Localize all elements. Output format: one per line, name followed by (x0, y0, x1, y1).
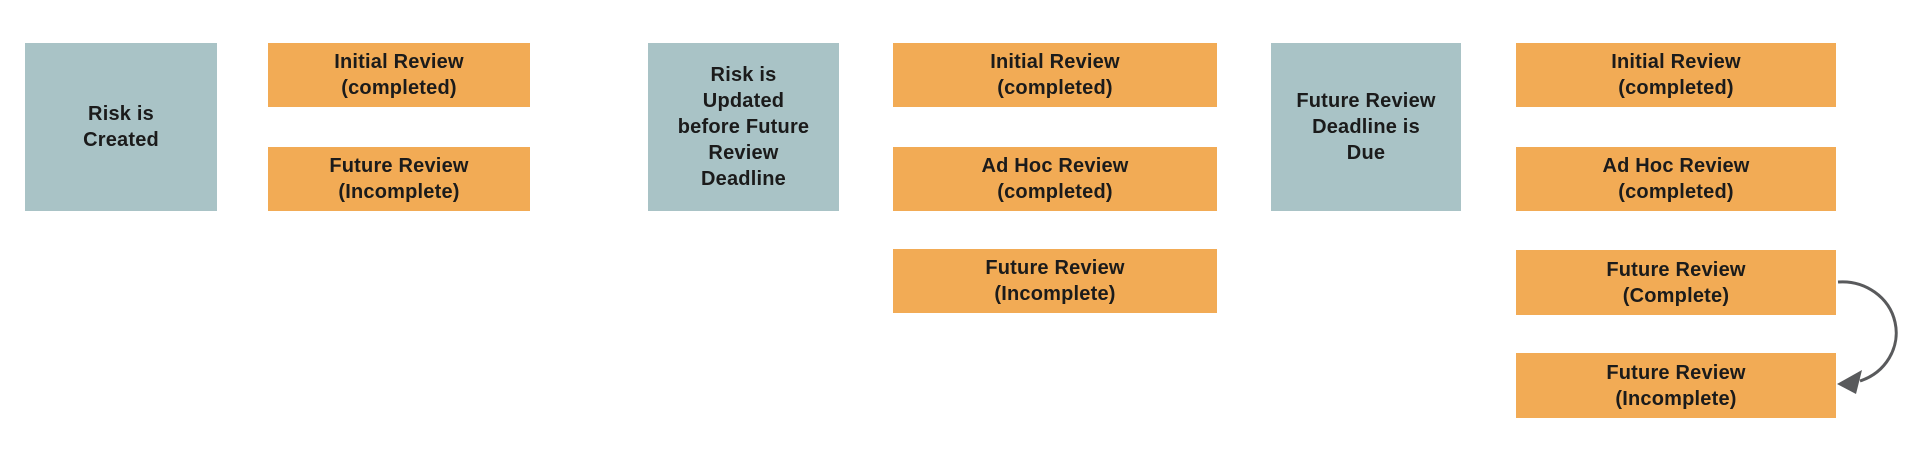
review-box-label: Future Review (Incomplete) (1606, 361, 1746, 410)
stage-box-risk-updated: Risk is Updated before Future Review Dea… (648, 43, 839, 211)
review-box-label: Initial Review (completed) (334, 51, 464, 99)
review-box-label: Initial Review (completed) (990, 51, 1120, 99)
loop-arrow-head-icon (1837, 370, 1862, 394)
review-box-adhoc-review-g3: Ad Hoc Review (completed) (1516, 147, 1836, 211)
review-box-label: Future Review (Incomplete) (985, 257, 1125, 305)
stage-box-future-review-deadline-due: Future Review Deadline is Due (1271, 43, 1461, 211)
stage-box-label: Future Review Deadline is Due (1296, 90, 1436, 164)
review-box-future-review-g2: Future Review (Incomplete) (893, 249, 1217, 313)
loop-arrow-curve (1837, 280, 1898, 383)
stage-box-risk-created: Risk is Created (25, 43, 217, 211)
review-box-adhoc-review-g2: Ad Hoc Review (completed) (893, 147, 1217, 211)
review-box-label: Initial Review (completed) (1611, 51, 1741, 99)
stage-box-label: Risk is Updated before Future Review Dea… (677, 64, 810, 190)
review-box-label: Ad Hoc Review (completed) (981, 155, 1129, 203)
review-box-initial-review-g1: Initial Review (completed) (268, 43, 530, 107)
review-box-label: Ad Hoc Review (completed) (1602, 155, 1750, 203)
review-box-label: Future Review (Incomplete) (329, 155, 469, 203)
review-box-future-review-complete-g3: Future Review (Complete) (1516, 250, 1836, 315)
review-box-future-review-incomplete-g3: Future Review (Incomplete) (1516, 353, 1836, 418)
review-box-future-review-g1: Future Review (Incomplete) (268, 147, 530, 211)
review-box-initial-review-g3: Initial Review (completed) (1516, 43, 1836, 107)
review-box-label: Future Review (Complete) (1606, 258, 1746, 307)
review-box-initial-review-g2: Initial Review (completed) (893, 43, 1217, 107)
stage-box-label: Risk is Created (83, 103, 159, 151)
